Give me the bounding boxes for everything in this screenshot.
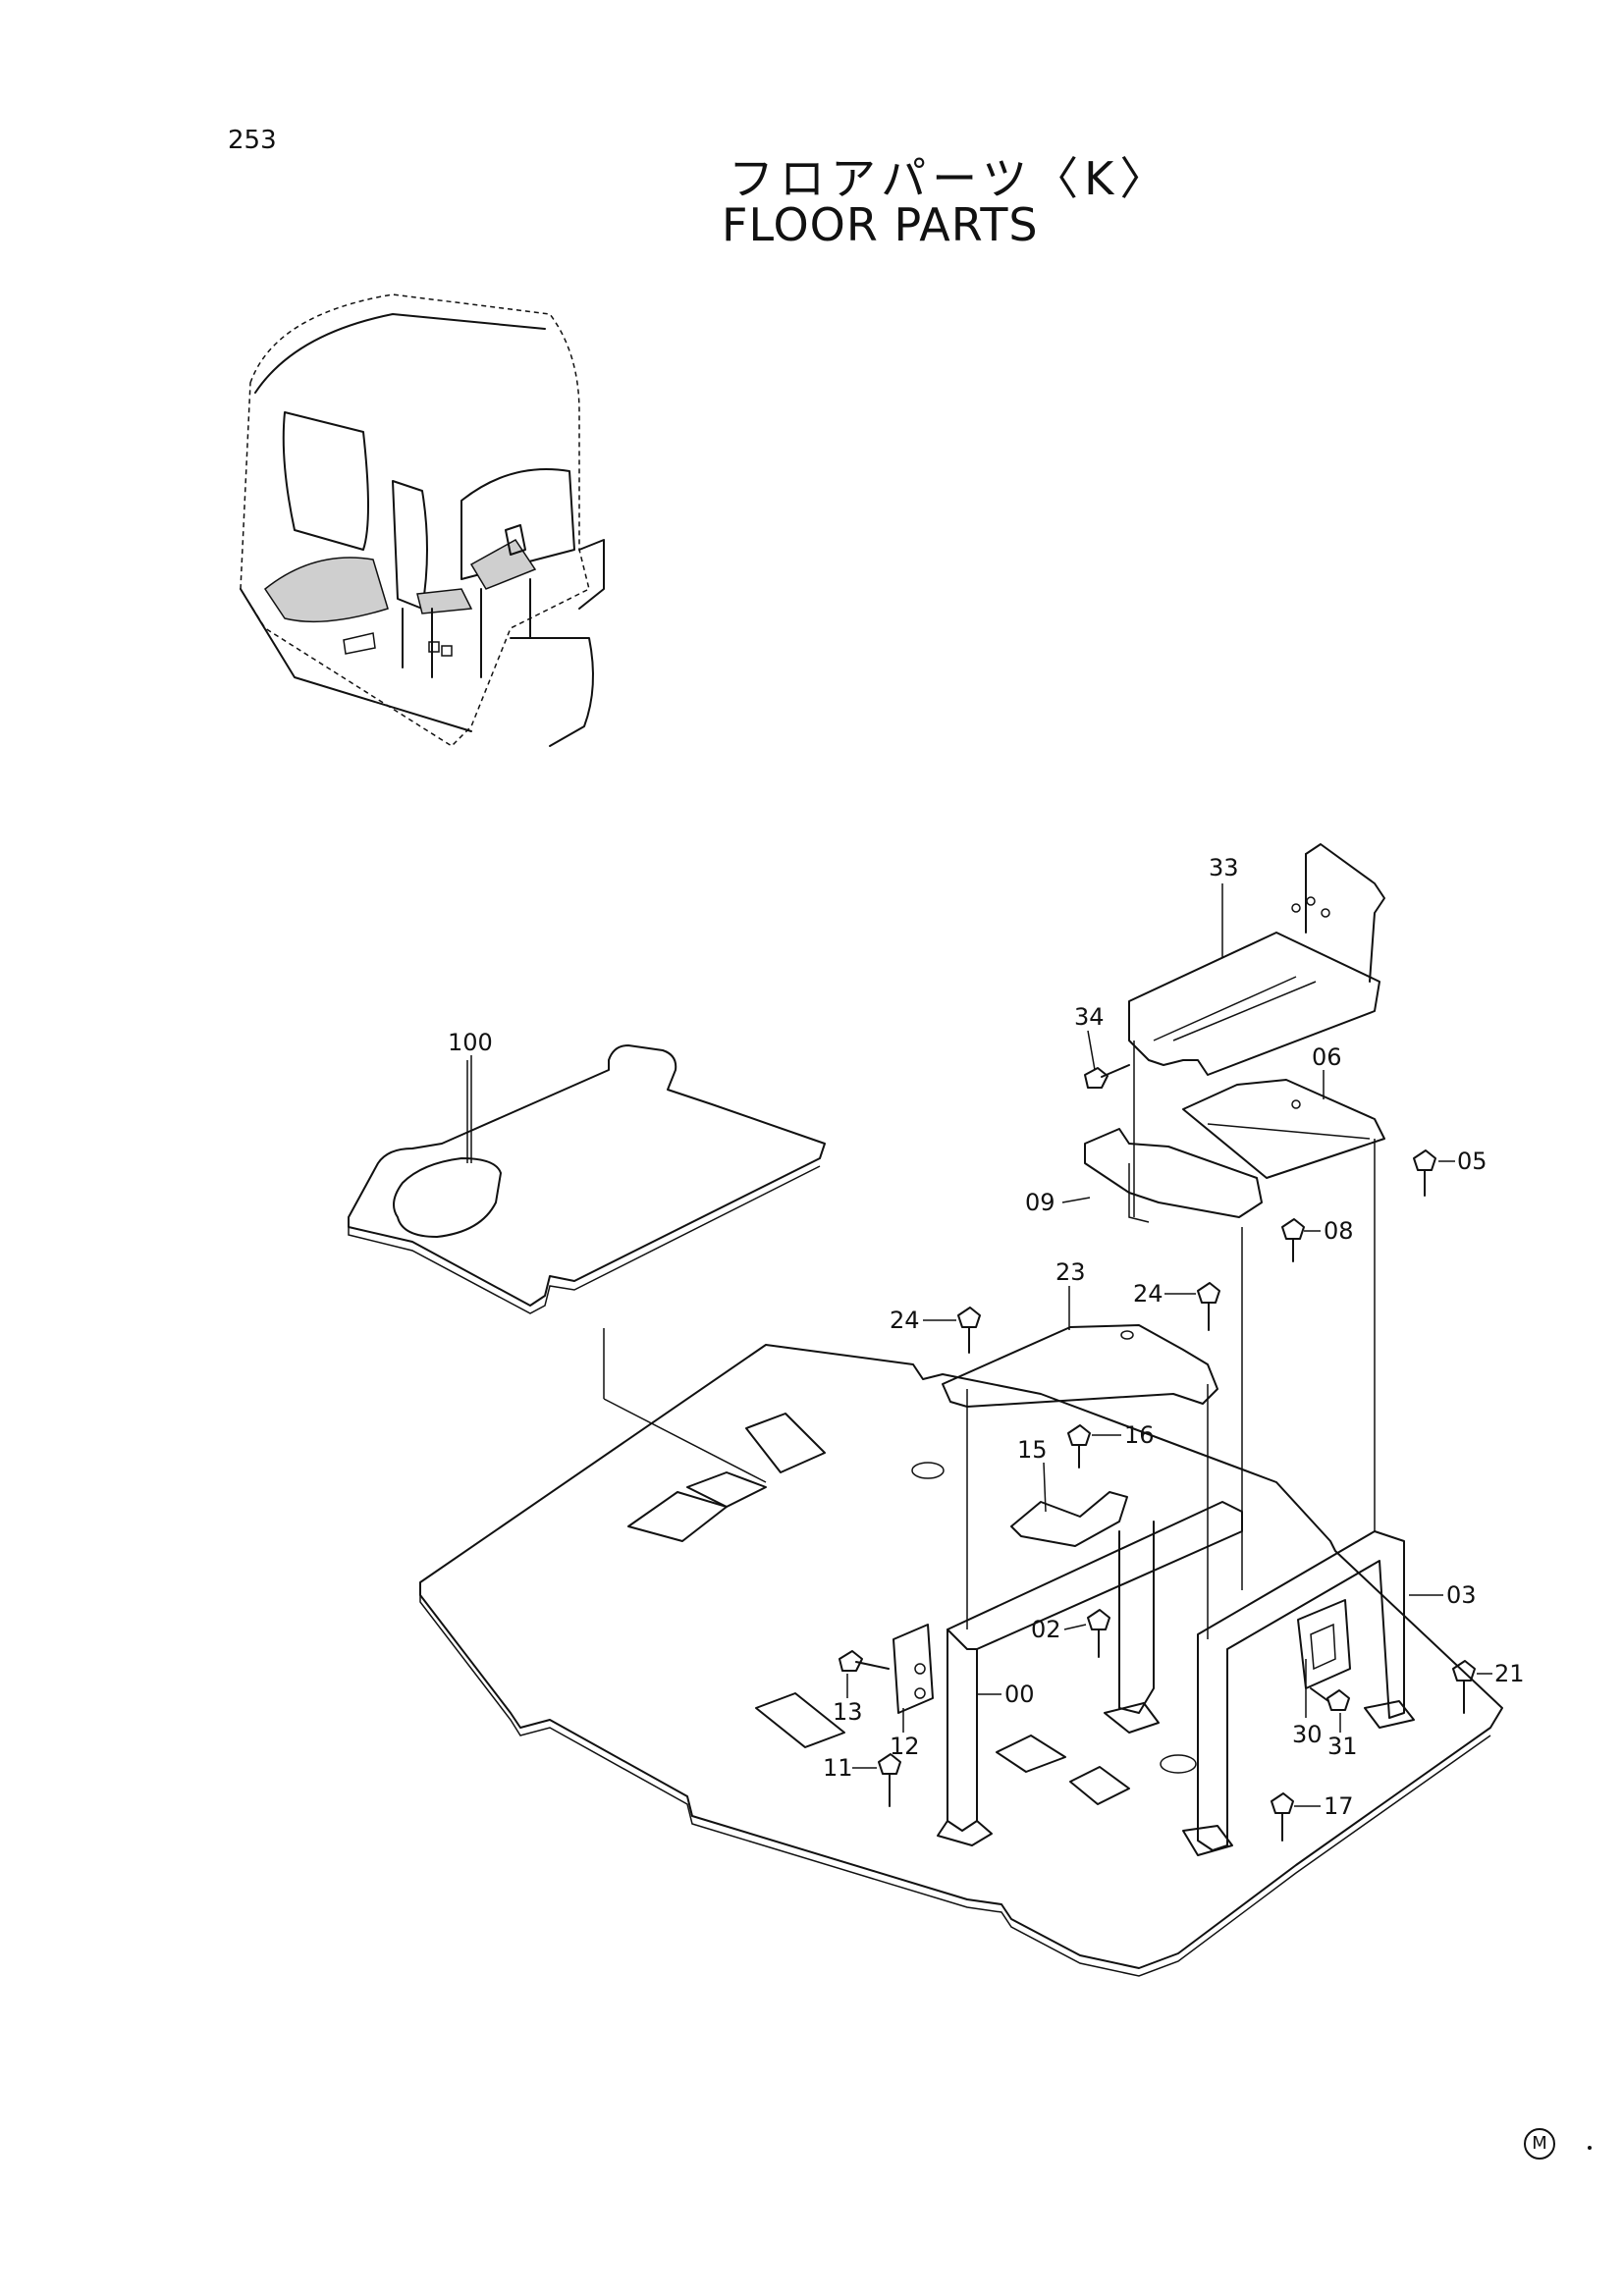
decorative-dot [1588, 2146, 1592, 2150]
callout-12: 12 [890, 1733, 920, 1760]
bolt-34 [1084, 1064, 1130, 1089]
bolt-17 [1271, 1792, 1294, 1842]
callout-33: 33 [1209, 854, 1239, 881]
floor-plate [419, 1344, 1503, 1977]
bolts [839, 1064, 1476, 1842]
callout-21: 21 [1494, 1660, 1525, 1687]
callout-06: 06 [1312, 1043, 1342, 1071]
callout-31: 31 [1327, 1733, 1358, 1760]
callout-09: 09 [1025, 1189, 1055, 1216]
callout-34: 34 [1074, 1003, 1105, 1031]
callout-02: 02 [1031, 1616, 1061, 1643]
cab-overview-illustration [240, 294, 605, 747]
callout-17: 17 [1324, 1792, 1354, 1820]
bolt-24-left [957, 1307, 981, 1354]
callout-00: 00 [1004, 1681, 1035, 1708]
callout-24-left: 24 [890, 1307, 920, 1334]
seat-stand-frame [937, 1501, 1415, 1856]
title-english: FLOOR PARTS [722, 198, 1039, 251]
m-mark: M [1524, 2128, 1555, 2160]
bolt-13 [839, 1650, 890, 1672]
callout-05: 05 [1457, 1148, 1488, 1175]
bolt-11 [878, 1753, 901, 1807]
floor-mat [348, 1044, 826, 1314]
bracket-15 [1010, 1491, 1128, 1547]
bracket-09 [1084, 1128, 1263, 1223]
bracket-33 [1128, 843, 1385, 1076]
bolt-05 [1413, 1149, 1436, 1197]
callout-labels: 33 34 100 06 05 09 08 23 24 24 16 15 03 … [448, 854, 1525, 1820]
bolt-02 [1087, 1609, 1110, 1658]
callout-03: 03 [1446, 1581, 1477, 1609]
page-number: 253 [228, 126, 277, 155]
plate-12 [893, 1624, 934, 1714]
callout-16: 16 [1124, 1421, 1155, 1449]
bracket-06 [1182, 1079, 1385, 1179]
bolt-31 [1310, 1687, 1350, 1711]
bolt-08 [1281, 1218, 1305, 1262]
callout-08: 08 [1324, 1217, 1354, 1245]
callout-100: 100 [448, 1029, 493, 1056]
callout-23: 23 [1055, 1258, 1086, 1286]
callout-24-right: 24 [1133, 1280, 1163, 1308]
bolt-24-right [1197, 1282, 1220, 1331]
callout-leaders [470, 883, 1492, 1807]
leader-lines [603, 1041, 1376, 1639]
callout-11: 11 [823, 1754, 853, 1782]
callout-30: 30 [1292, 1721, 1323, 1748]
callout-15: 15 [1017, 1436, 1048, 1464]
bolt-16 [1067, 1424, 1091, 1468]
bolt-21 [1452, 1660, 1476, 1714]
title-japanese: フロアパーツ〈K〉 [729, 152, 1171, 205]
callout-13: 13 [833, 1698, 863, 1726]
bracket-23 [942, 1324, 1218, 1408]
